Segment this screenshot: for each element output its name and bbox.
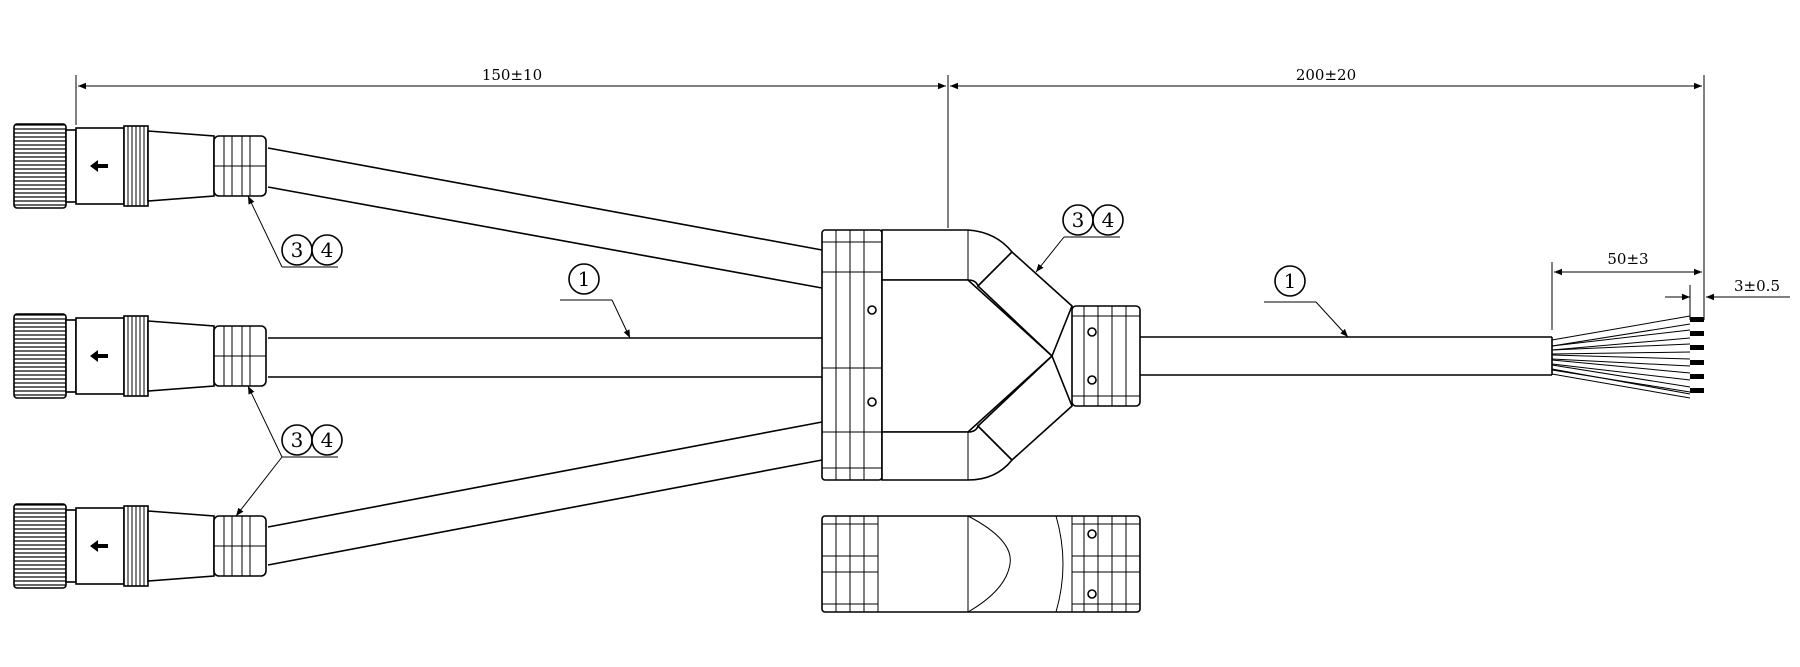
balloon-pair-splitter-b: 4 xyxy=(1102,208,1115,232)
connector-middle xyxy=(13,313,267,399)
balloon-cable-left: 1 xyxy=(568,263,600,295)
connector-top xyxy=(13,123,267,209)
balloon-pair-middle-left: 3 4 xyxy=(281,424,343,456)
connector-bottom xyxy=(13,503,267,589)
balloon-pair-middle-left-b: 4 xyxy=(321,428,334,452)
dimension-tip-length: 3±0.5 xyxy=(1734,277,1780,295)
balloon-pair-top-left-a: 3 xyxy=(291,238,304,262)
dimension-right-length: 200±20 xyxy=(1296,66,1356,84)
balloon-pair-top-left: 3 4 xyxy=(281,234,343,266)
dimension-left-length: 150±10 xyxy=(482,66,542,84)
splitter-side-view xyxy=(821,515,1141,613)
balloon-pair-splitter: 3 4 xyxy=(1062,204,1124,236)
dimension-lines xyxy=(75,75,1790,330)
dimension-strip-length: 50±3 xyxy=(1607,250,1648,268)
cable-branches xyxy=(267,147,1553,566)
balloon-cable-left-text: 1 xyxy=(578,267,591,291)
balloon-cable-right-text: 1 xyxy=(1284,269,1297,293)
stripped-wires xyxy=(1551,315,1704,399)
callout-leaders xyxy=(235,195,1349,517)
balloon-pair-middle-left-a: 3 xyxy=(291,428,304,452)
balloon-pair-top-left-b: 4 xyxy=(321,238,334,262)
balloon-cable-right: 1 xyxy=(1274,265,1306,297)
splitter-body xyxy=(821,229,1141,481)
balloon-pair-splitter-a: 3 xyxy=(1072,208,1085,232)
